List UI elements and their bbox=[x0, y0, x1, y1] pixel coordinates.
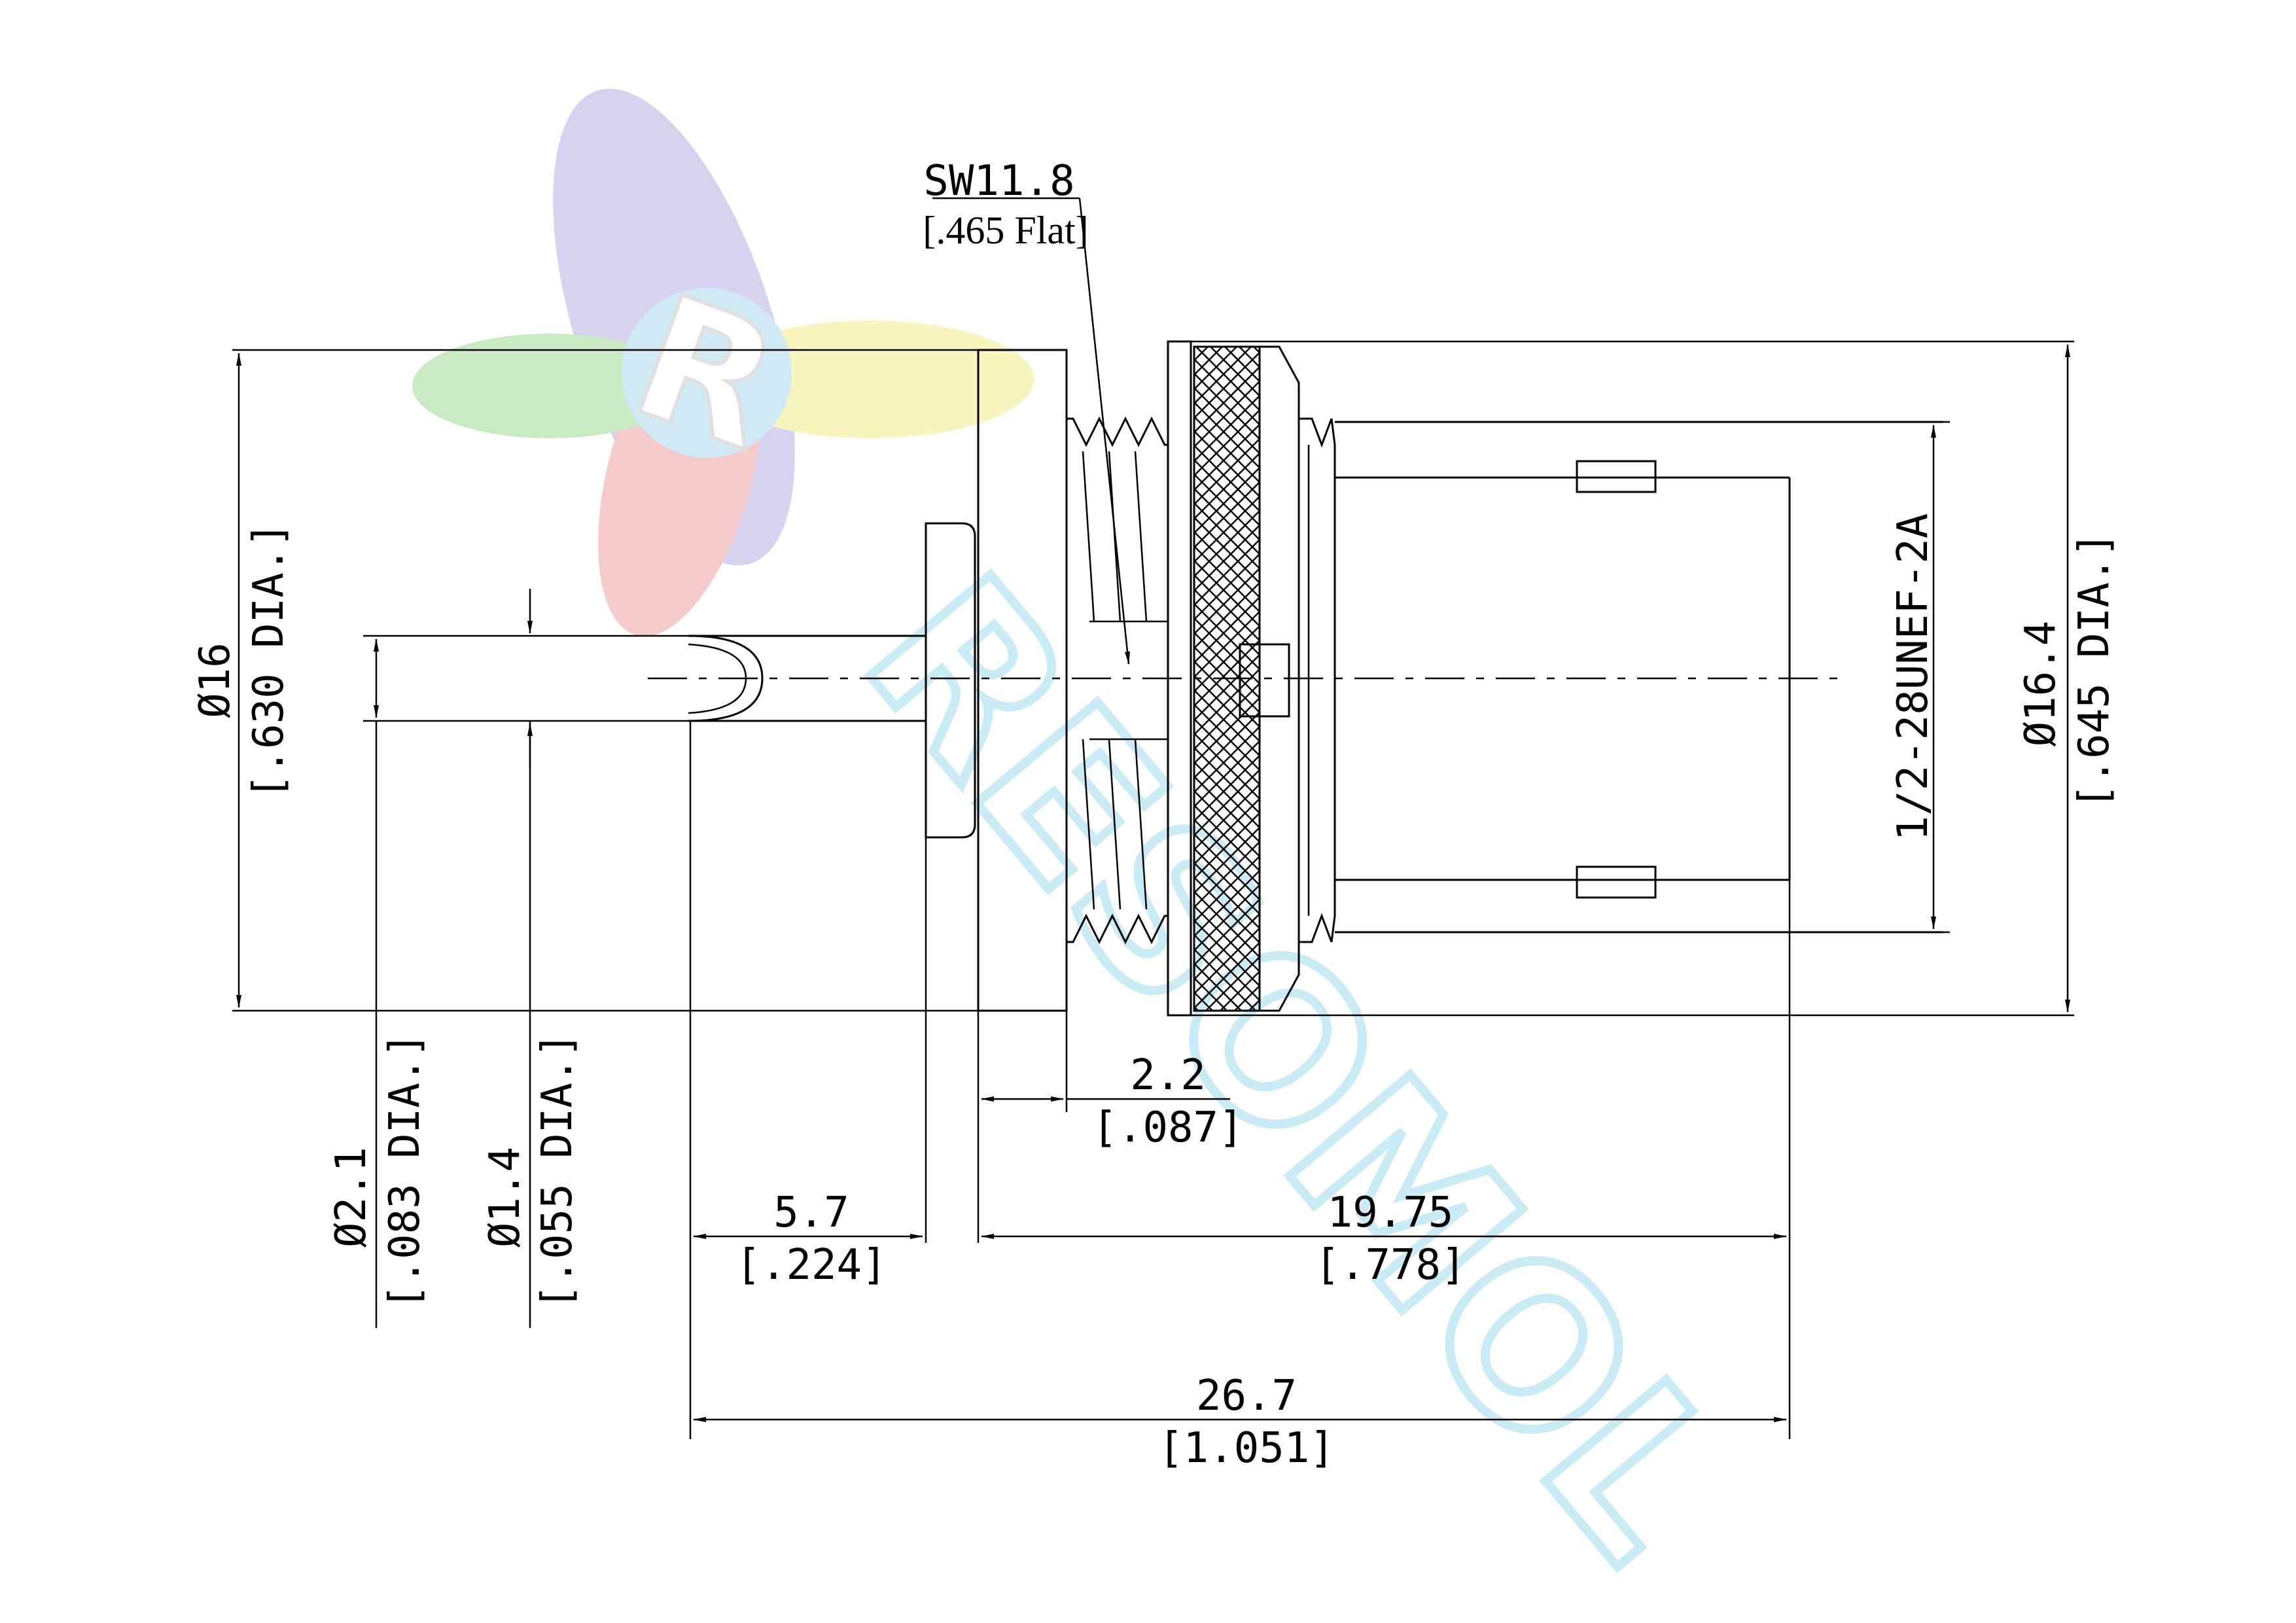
d16-in: [.630 DIA.] bbox=[245, 522, 293, 799]
extension-lines bbox=[232, 340, 2074, 1439]
l22-mm: 2.2 bbox=[1130, 1051, 1206, 1100]
thread-spec: 1/2-28UNEF-2A bbox=[1889, 514, 1937, 841]
l1975-in: [.778] bbox=[1315, 1241, 1466, 1289]
rear-thread bbox=[1299, 417, 1336, 943]
d164-mm: Ø16.4 bbox=[2017, 621, 2065, 747]
d21-mm: Ø2.1 bbox=[327, 1147, 376, 1248]
d164-in: [.645 DIA.] bbox=[2070, 532, 2119, 809]
d16-mm: Ø16 bbox=[191, 642, 239, 718]
l57-mm: 5.7 bbox=[773, 1189, 849, 1237]
mounting-flange bbox=[977, 349, 1068, 1012]
l22-in: [.087] bbox=[1092, 1104, 1243, 1152]
d21-in: [.083 DIA.] bbox=[381, 1032, 429, 1310]
watermark-logo: R bbox=[412, 88, 1034, 637]
sw-label: SW11.8 bbox=[923, 157, 1074, 205]
l57-in: [.224] bbox=[735, 1241, 887, 1289]
d14-in: [.055 DIA.] bbox=[533, 1032, 582, 1310]
l1975-mm: 19.75 bbox=[1328, 1189, 1454, 1237]
sw-inch: [.465 Flat] bbox=[923, 209, 1088, 252]
l267-mm: 26.7 bbox=[1196, 1372, 1297, 1420]
d14-mm: Ø1.4 bbox=[481, 1147, 529, 1248]
dimension-lines bbox=[236, 197, 2070, 1422]
l267-in: [1.051] bbox=[1158, 1424, 1335, 1473]
insulator-step bbox=[925, 522, 976, 839]
rear-body bbox=[1335, 421, 1943, 934]
